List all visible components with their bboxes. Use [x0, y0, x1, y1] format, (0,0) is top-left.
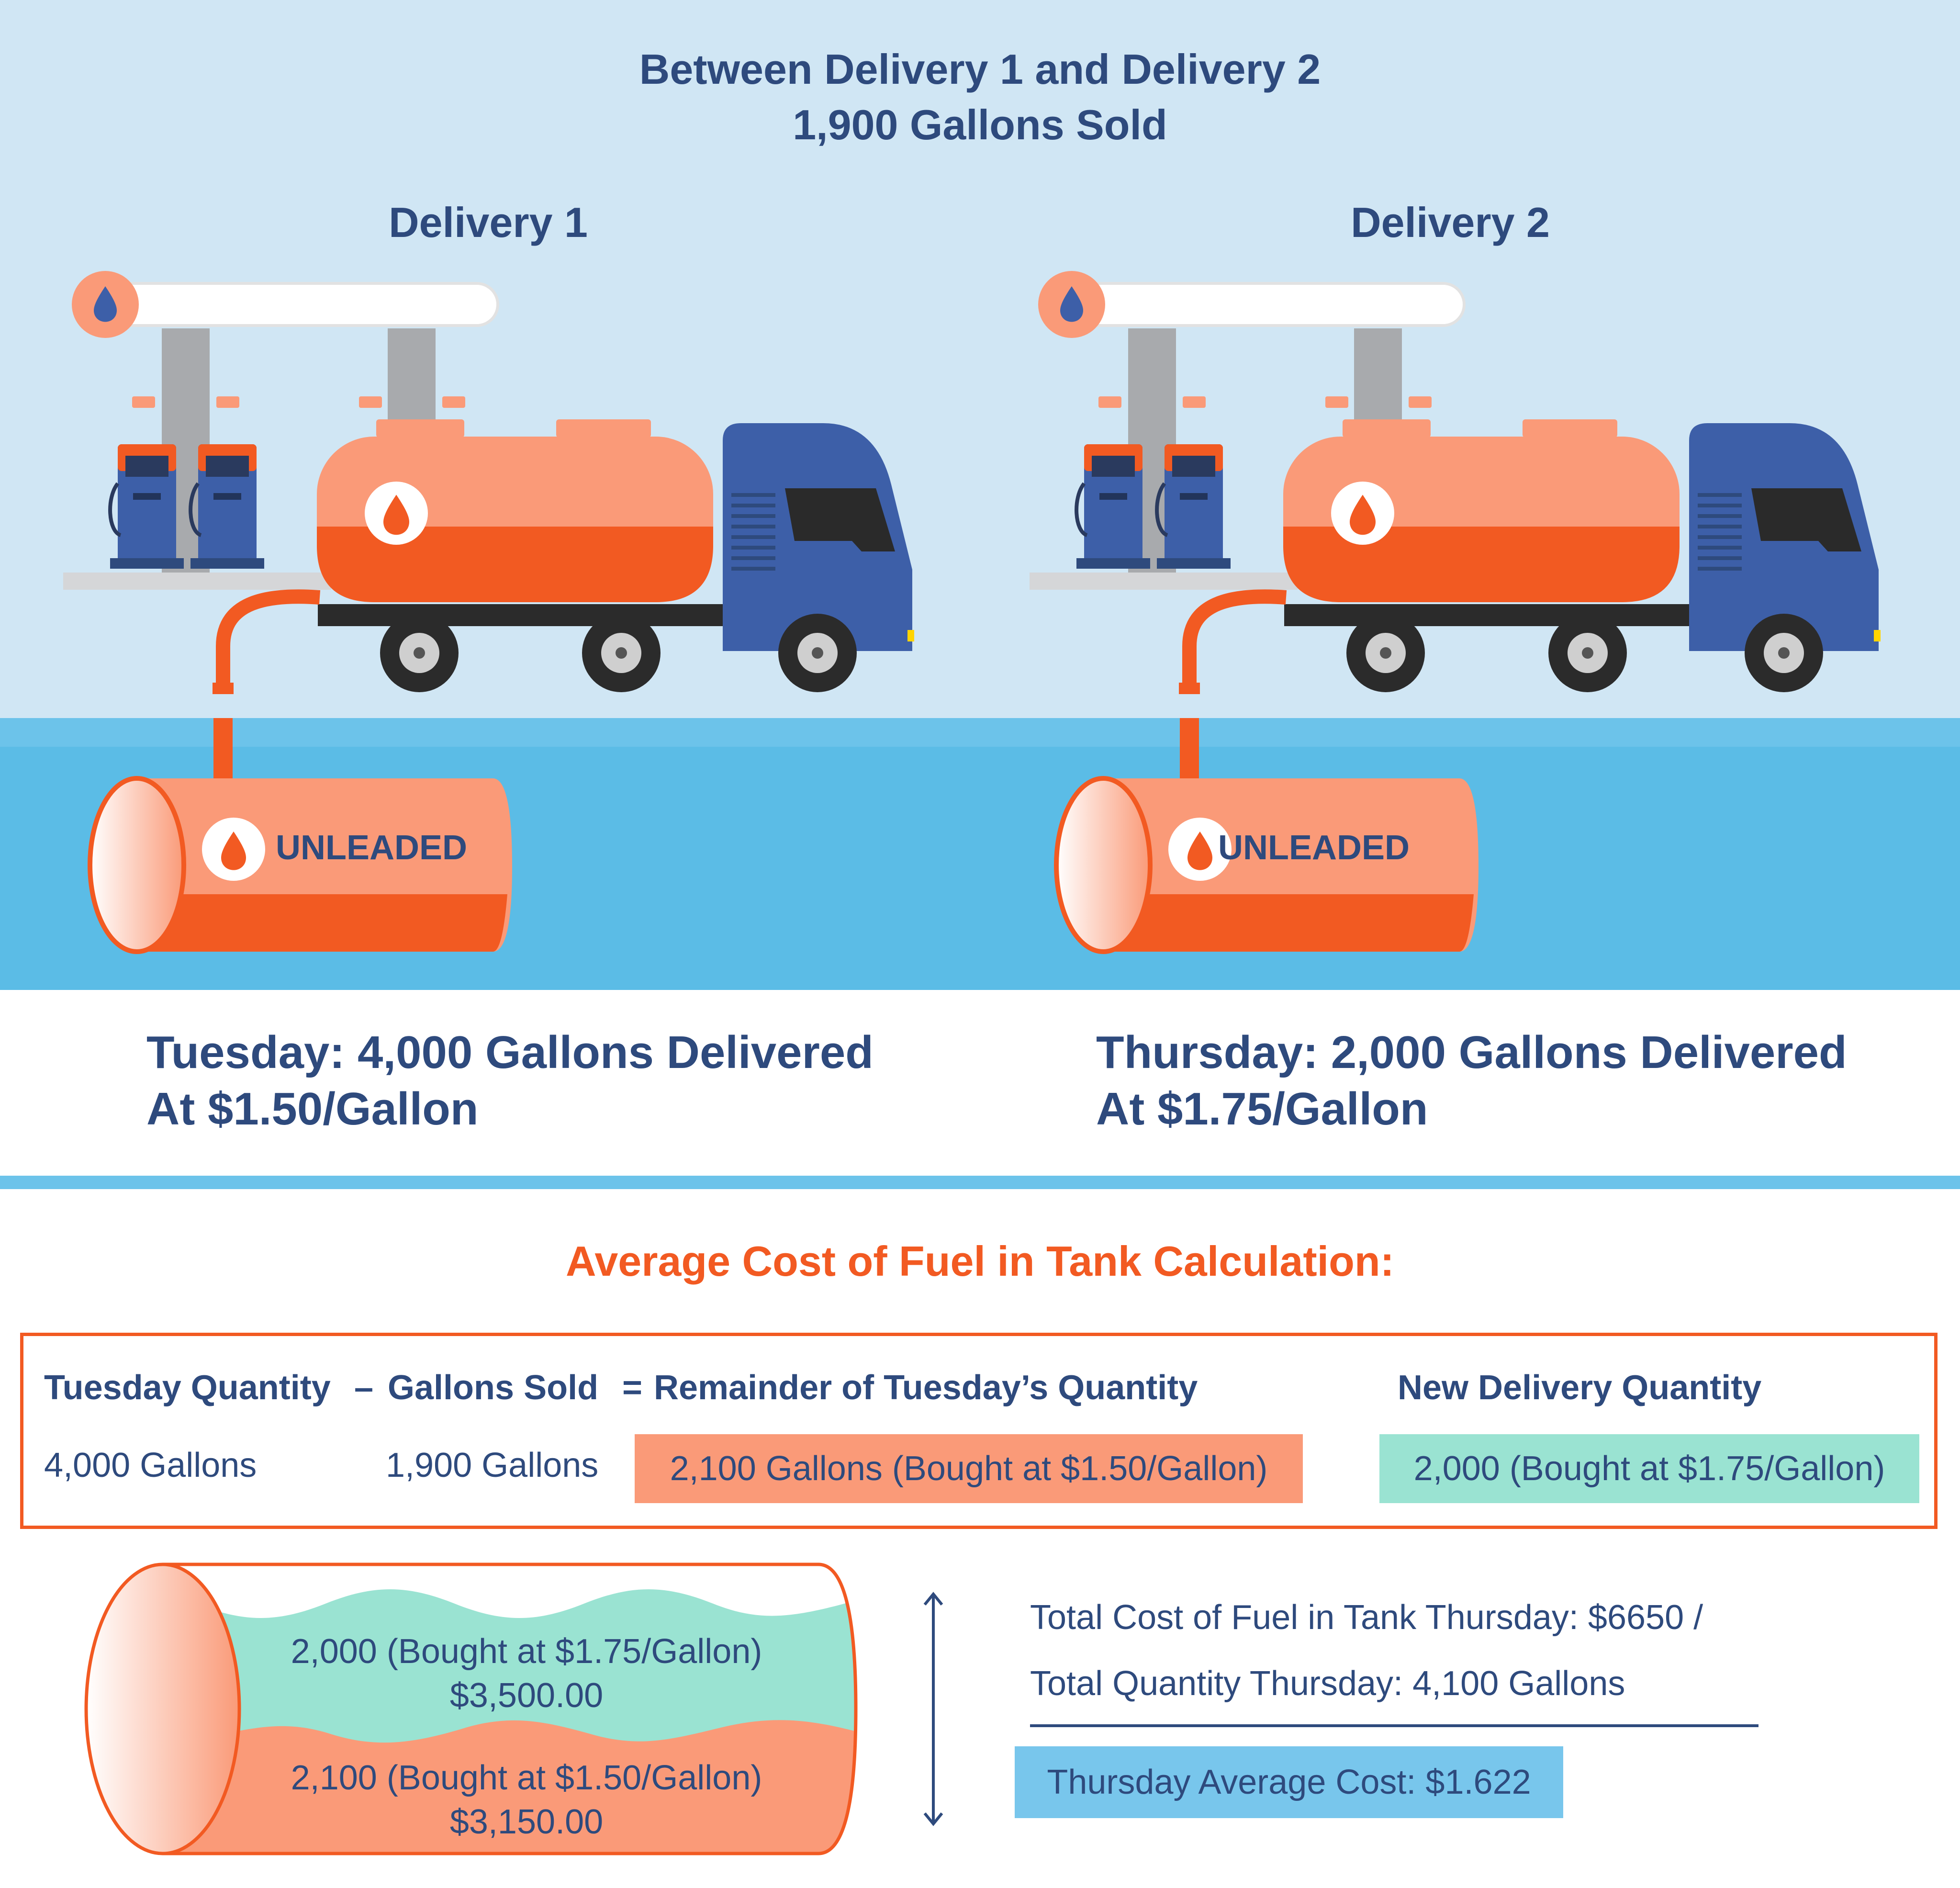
- value-gallons-sold: 1,900 Gallons: [386, 1446, 599, 1484]
- tank-top-layer-line-2: $3,500.00: [449, 1676, 604, 1715]
- section-divider: [0, 1176, 1960, 1189]
- summary-total-cost: Total Cost of Fuel in Tank Thursday: $66…: [1030, 1598, 1703, 1637]
- tanker-truck-icon: [317, 419, 914, 692]
- fuel-pump-icon: [1075, 444, 1150, 569]
- underground-tank-icon: [88, 776, 512, 954]
- calculation-title: Average Cost of Fuel in Tank Calculation…: [566, 1237, 1394, 1285]
- header-gallons-sold: Gallons Sold: [388, 1369, 599, 1407]
- header-line-1: Between Delivery 1 and Delivery 2: [639, 45, 1321, 93]
- tank-bottom-layer-line-2: $3,150.00: [449, 1803, 604, 1841]
- delivery-1-title: Delivery 1: [389, 199, 588, 246]
- header-equals-sign: =: [622, 1369, 643, 1407]
- delivery-2-caption-line-2: At $1.75/Gallon: [1096, 1083, 1428, 1135]
- summary-divider: [1030, 1724, 1758, 1727]
- header-minus-sign: –: [354, 1369, 374, 1407]
- tank-label-1: UNLEADED: [276, 829, 468, 867]
- header-remainder: Remainder of Tuesday’s Quantity: [654, 1369, 1198, 1407]
- double-arrow-icon: [923, 1592, 943, 1826]
- delivery-2-title: Delivery 2: [1351, 199, 1550, 246]
- tank-top-layer-line-1: 2,000 (Bought at $1.75/Gallon): [291, 1632, 762, 1671]
- delivery-1-caption-line-1: Tuesday: 4,000 Gallons Delivered: [146, 1027, 874, 1078]
- tank-bottom-layer-line-1: 2,100 (Bought at $1.50/Gallon): [291, 1759, 762, 1797]
- fuel-pump-icon: [189, 444, 264, 569]
- underground-tank-icon: [1054, 776, 1478, 954]
- average-cost-result: Thursday Average Cost: $1.622: [1015, 1746, 1563, 1818]
- station-scene-1: [63, 271, 914, 954]
- fuel-pump-icon: [1155, 444, 1231, 569]
- fuel-pump-icon: [108, 444, 184, 569]
- value-new-delivery-highlight: 2,000 (Bought at $1.75/Gallon): [1379, 1434, 1919, 1503]
- header-line-2: 1,900 Gallons Sold: [793, 101, 1167, 148]
- summary-total-quantity: Total Quantity Thursday: 4,100 Gallons: [1030, 1664, 1625, 1703]
- tanker-truck-icon: [1283, 419, 1881, 692]
- delivery-2-caption-line-1: Thursday: 2,000 Gallons Delivered: [1096, 1027, 1847, 1078]
- value-remainder-highlight: 2,100 Gallons (Bought at $1.50/Gallon): [635, 1434, 1303, 1503]
- header-new-delivery: New Delivery Quantity: [1398, 1369, 1762, 1407]
- value-tuesday-quantity: 4,000 Gallons: [44, 1446, 257, 1484]
- calculation-box: [20, 1333, 1938, 1529]
- header-tuesday-quantity: Tuesday Quantity: [44, 1369, 331, 1407]
- tank-label-2: UNLEADED: [1218, 829, 1410, 867]
- delivery-scene: [0, 0, 1960, 990]
- fuel-tank-cylinder: [84, 1562, 858, 1855]
- station-scene-2: [1030, 271, 1881, 954]
- delivery-1-caption-line-2: At $1.50/Gallon: [146, 1083, 479, 1135]
